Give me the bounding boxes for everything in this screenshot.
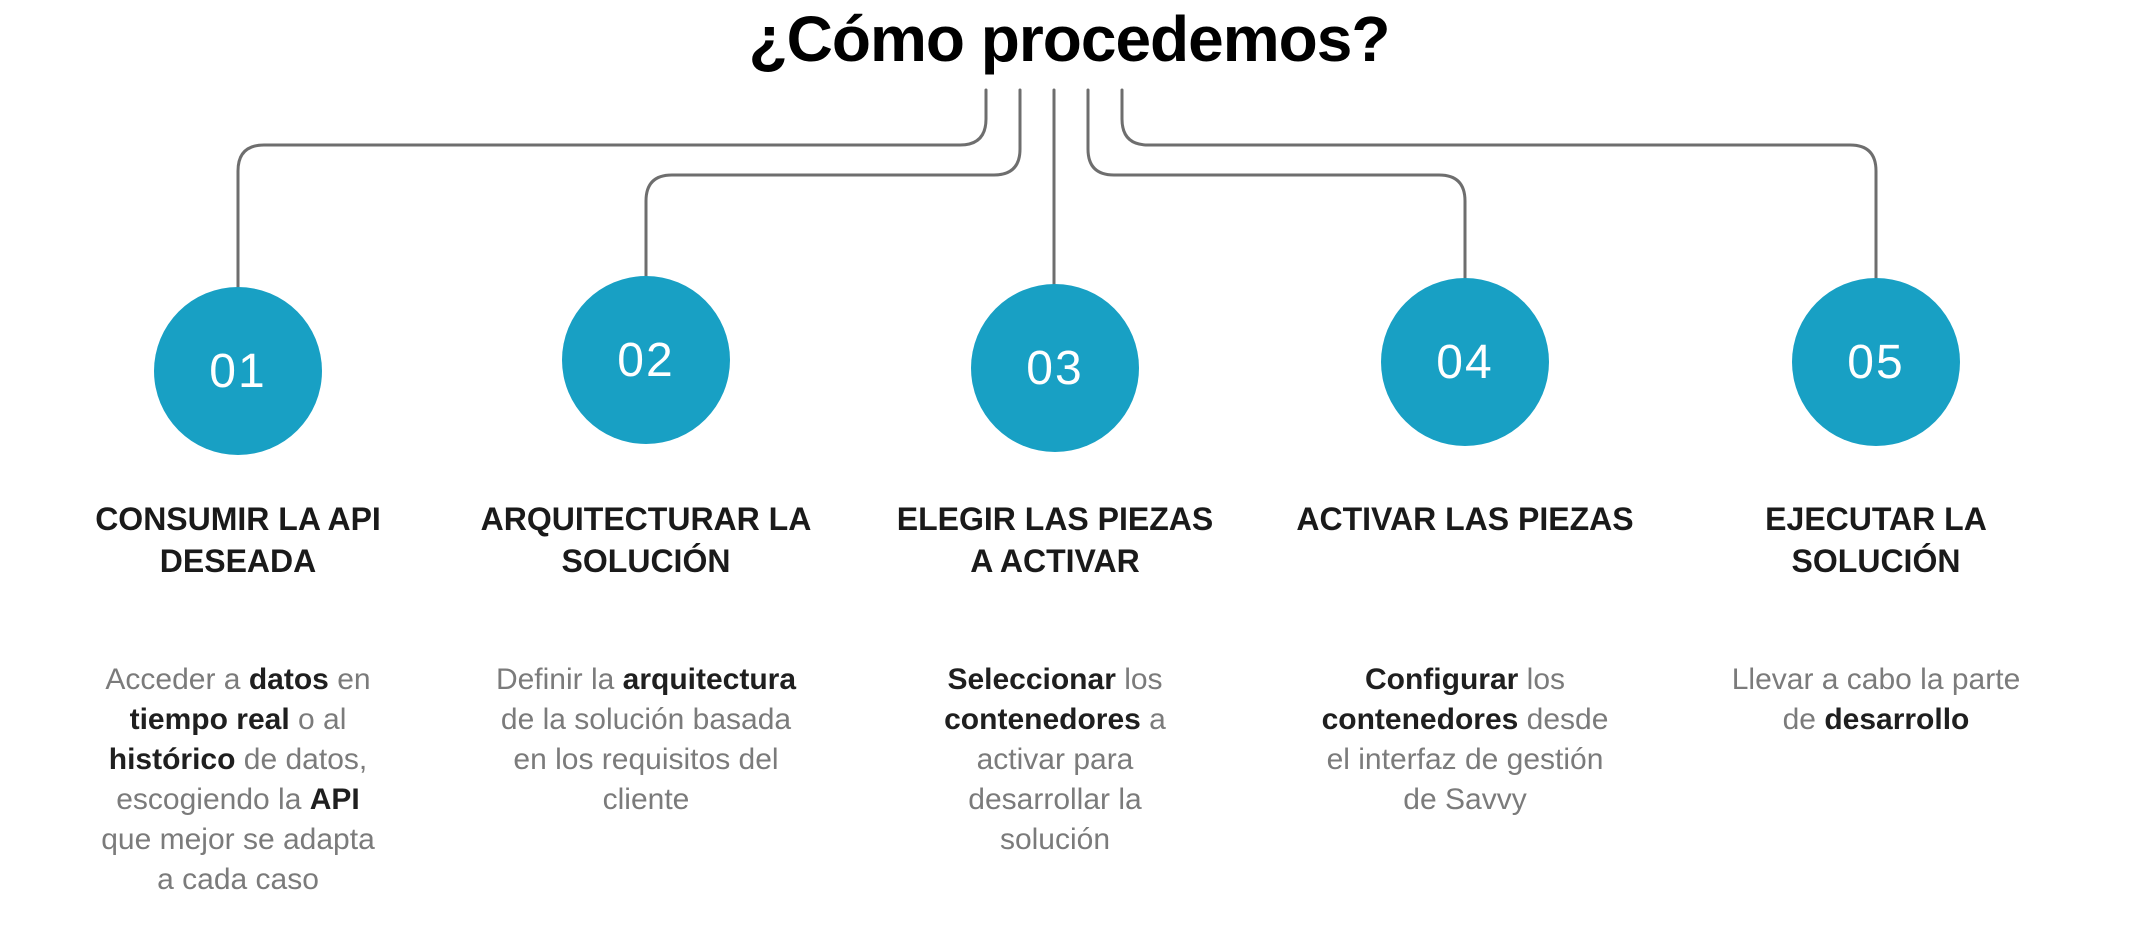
step-circle-4: 04 [1381,278,1549,446]
step-number-1: 01 [209,344,267,398]
step-number-5: 05 [1847,335,1905,389]
connector-step-5 [1120,88,1878,282]
step-number-2: 02 [617,333,675,387]
step-number-3: 03 [1026,341,1084,395]
step-circle-1: 01 [154,287,322,455]
step-body-5: Llevar a cabo la parte de desarrollo [1731,663,2021,736]
step-circle-3: 03 [971,284,1139,452]
step-heading-3: ELEGIR LAS PIEZAS A ACTIVAR [896,501,1214,580]
step-body-3: Seleccionar los contenedores a activar p… [944,663,1166,856]
connector-step-4 [1086,88,1467,280]
step-body-4: Configurar los contenedores desde el int… [1321,663,1609,816]
step-heading-1: CONSUMIR LA API DESEADA [95,501,381,580]
page-title: ¿Cómo procedemos? [748,3,1391,75]
step-heading-4: ACTIVAR LAS PIEZAS [1296,501,1634,537]
step-body-1: Acceder a datos en tiempo real o al hist… [101,663,375,896]
step-heading-2: ARQUITECTURAR LA SOLUCIÓN [480,501,812,580]
step-circle-5: 05 [1792,278,1960,446]
step-heading-5: EJECUTAR LA SOLUCIÓN [1765,501,1987,580]
step-body-2: Definir la arquitectura de la solución b… [495,663,797,816]
connector-step-1 [236,88,988,290]
step-circle-2: 02 [562,276,730,444]
step-number-4: 04 [1436,335,1494,389]
connector-step-2 [644,88,1022,279]
